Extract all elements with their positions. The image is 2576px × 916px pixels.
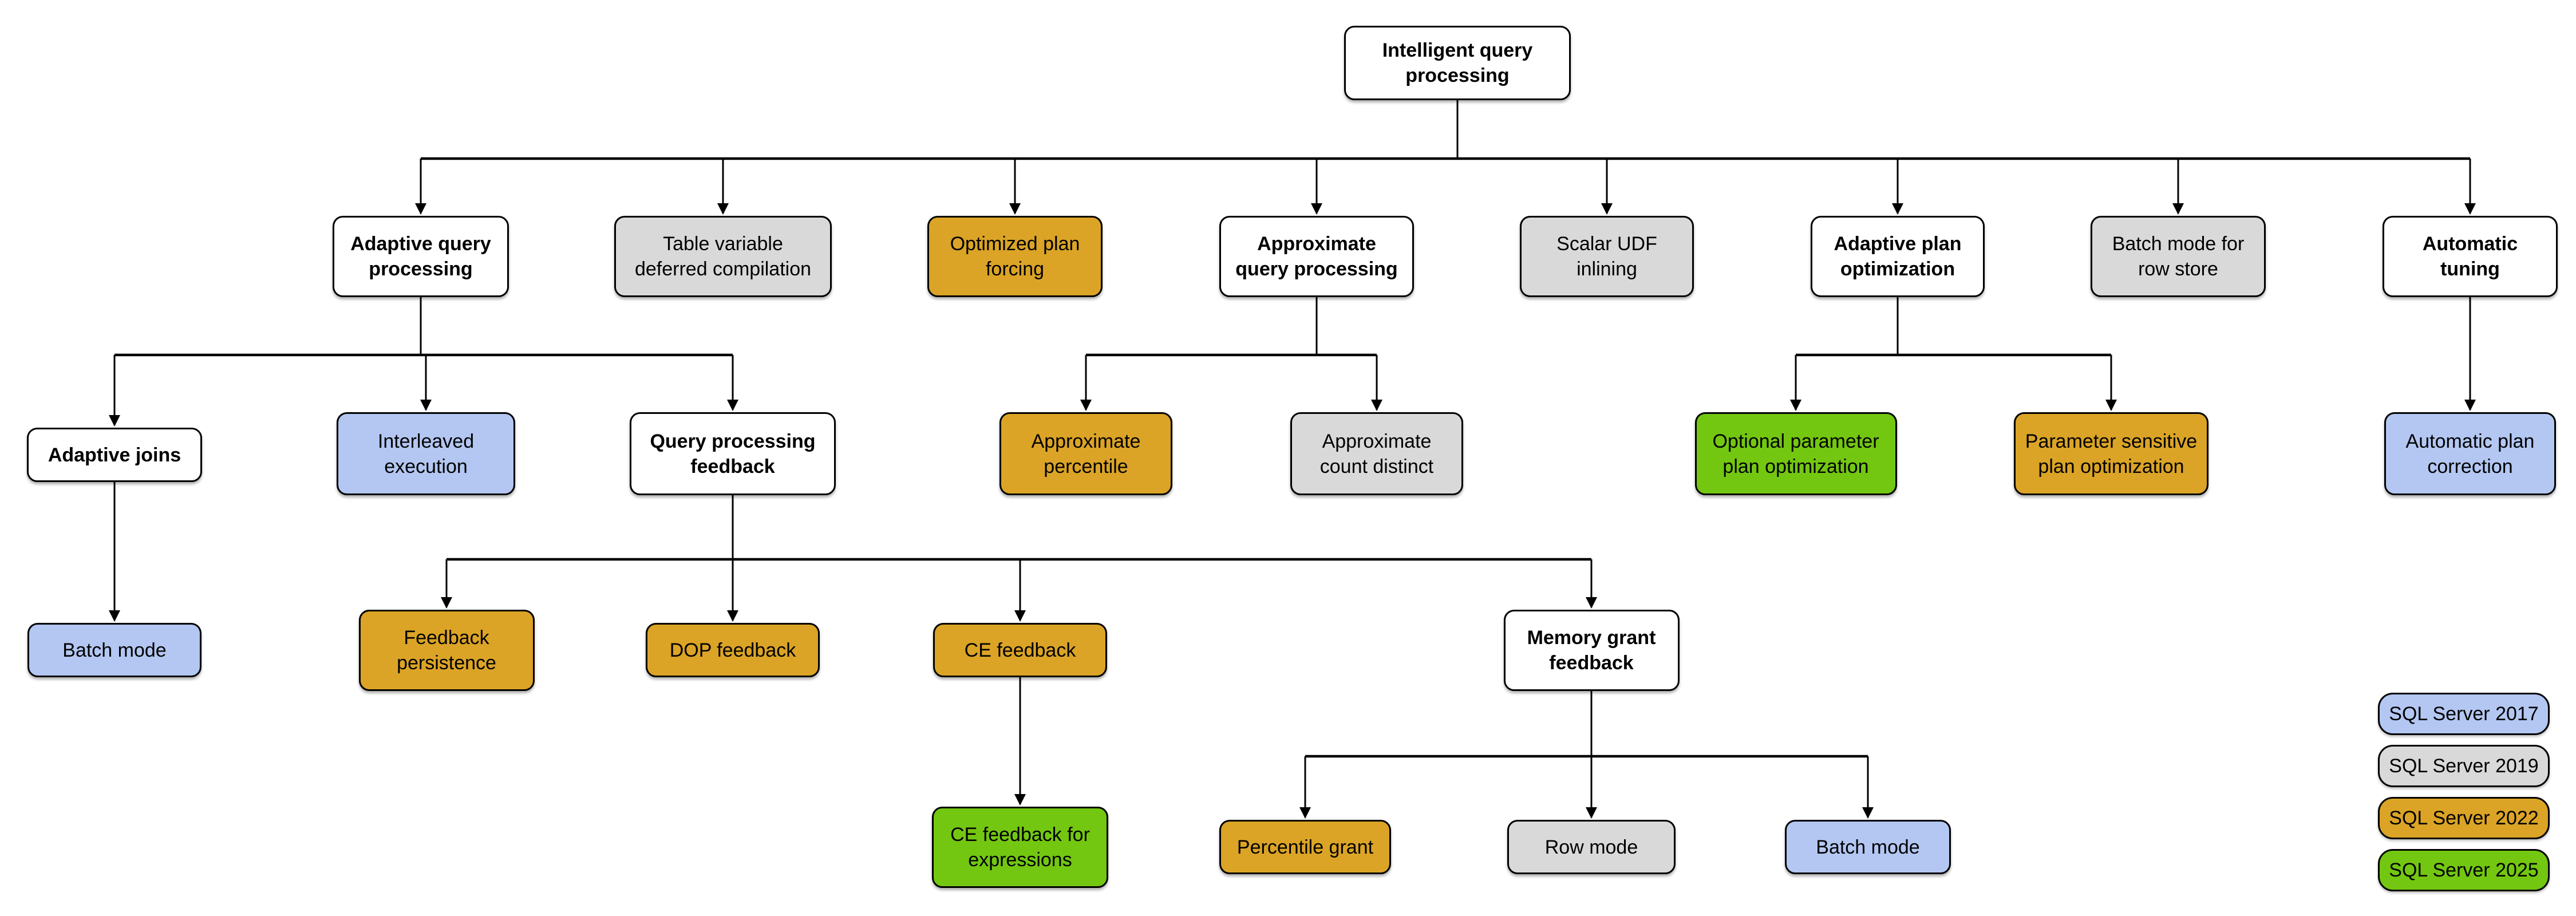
node-ce-feedback-for-expressions: CE feedback for expressions (932, 807, 1108, 888)
node-interleaved-execution: Interleaved execution (337, 412, 515, 495)
node-label-line: plan optimization (2038, 455, 2184, 477)
node-label-line: row store (2138, 258, 2218, 280)
legend-item-sql-server-2017: SQL Server 2017 (2378, 693, 2550, 735)
node-approximate-count-distinct: Approximate count distinct (1290, 412, 1463, 495)
node-percentile-grant: Percentile grant (1219, 820, 1391, 874)
node-batch-mode-for-row-store: Batch mode for row store (2091, 216, 2266, 297)
node-adaptive-joins: Adaptive joins (27, 428, 202, 482)
legend-item-sql-server-2019: SQL Server 2019 (2378, 745, 2550, 787)
node-label-line: CE feedback (964, 639, 1076, 661)
node-label-line: processing (1405, 65, 1510, 86)
node-label-line: feedback (1549, 652, 1634, 674)
node-optional-parameter-plan-optimization: Optional parameter plan optimization (1694, 412, 1897, 495)
node-label-line: Table variable (663, 233, 783, 255)
node-label-line: Approximate (1257, 233, 1376, 255)
node-adaptive-plan-optimization: Adaptive plan optimization (1811, 216, 1985, 297)
node-label-line: Batch mode (62, 639, 167, 661)
node-approximate-query-processing: Approximate query processing (1219, 216, 1414, 297)
connector-aqp (109, 297, 738, 427)
node-label-line: inlining (1577, 258, 1637, 280)
node-label-line: Parameter sensitive (2025, 430, 2198, 452)
node-label-line: execution (384, 455, 468, 477)
node-batch-mode: Batch mode (27, 623, 202, 677)
node-automatic-tuning: Automatic tuning (2383, 216, 2558, 297)
node-label-line: CE feedback for (950, 824, 1090, 846)
node-label-line: Scalar UDF (1556, 233, 1657, 255)
node-optimized-plan-forcing: Optimized plan forcing (927, 216, 1103, 297)
node-label-line: tuning (2440, 258, 2500, 280)
node-dop-feedback: DOP feedback (646, 623, 820, 677)
node-table-variable-deferred-compilation: Table variable deferred compilation (614, 216, 832, 297)
legend-item-sql-server-2025: SQL Server 2025 (2378, 849, 2550, 891)
connector-iqp (415, 100, 2476, 215)
node-label-line: Interleaved (377, 430, 475, 452)
node-label-line: correction (2427, 455, 2513, 477)
connector-qpf (441, 495, 1597, 622)
node-label-line: Approximate (1031, 430, 1141, 452)
node-label-line: Batch mode (1816, 836, 1920, 858)
node-ce-feedback: CE feedback (933, 623, 1107, 677)
node-approximate-percentile: Approximate percentile (999, 412, 1172, 495)
node-label-line: Feedback (404, 627, 489, 649)
node-label-line: deferred compilation (634, 258, 812, 280)
node-intelligent-query-processing: Intelligent query processing (1344, 26, 1571, 100)
node-label-line: Automatic (2422, 233, 2518, 255)
node-label-line: Adaptive query (350, 233, 491, 255)
node-scalar-udf-inlining: Scalar UDF inlining (1520, 216, 1694, 297)
node-label-line: Adaptive plan (1834, 233, 1962, 255)
node-label-line: forcing (985, 258, 1045, 280)
node-label-line: Optimized plan (950, 233, 1080, 255)
node-row-mode: Row mode (1507, 820, 1676, 874)
node-label-line: Row mode (1544, 836, 1638, 858)
node-label-line: query processing (1235, 258, 1398, 280)
node-label-line: Automatic plan (2405, 430, 2535, 452)
node-label-line: plan optimization (1722, 455, 1869, 477)
node-label-line: Optional parameter (1712, 430, 1879, 452)
node-query-processing-feedback: Query processing feedback (630, 412, 836, 495)
node-label-line: count distinct (1319, 455, 1434, 477)
node-batch-mode: Batch mode (1785, 820, 1951, 874)
connector-mgf (1299, 691, 1874, 819)
node-label-line: persistence (397, 652, 496, 674)
node-label-line: Memory grant (1527, 627, 1656, 649)
node-label-line: Batch mode for (2112, 233, 2245, 255)
legend-item-sql-server-2022: SQL Server 2022 (2378, 797, 2550, 839)
node-label-line: DOP feedback (669, 639, 796, 661)
node-label-line: Percentile grant (1236, 836, 1374, 858)
node-label-line: Intelligent query (1382, 40, 1533, 61)
node-adaptive-query-processing: Adaptive query processing (333, 216, 509, 297)
node-label-line: expressions (968, 849, 1072, 871)
node-automatic-plan-correction: Automatic plan correction (2384, 412, 2556, 495)
connector-apo (1790, 297, 2117, 411)
node-memory-grant-feedback: Memory grant feedback (1503, 610, 1680, 691)
node-label-line: optimization (1840, 258, 1955, 280)
connector-apqp (1080, 297, 1382, 411)
node-label-line: Query processing (650, 430, 816, 452)
node-label-line: Approximate (1322, 430, 1432, 452)
node-label-line: Adaptive joins (48, 444, 181, 466)
node-parameter-sensitive-plan-optimization: Parameter sensitive plan optimization (2014, 412, 2208, 495)
node-label-line: processing (369, 258, 473, 280)
node-feedback-persistence: Feedback persistence (358, 610, 535, 691)
node-label-line: percentile (1044, 455, 1128, 477)
node-label-line: feedback (690, 455, 775, 477)
